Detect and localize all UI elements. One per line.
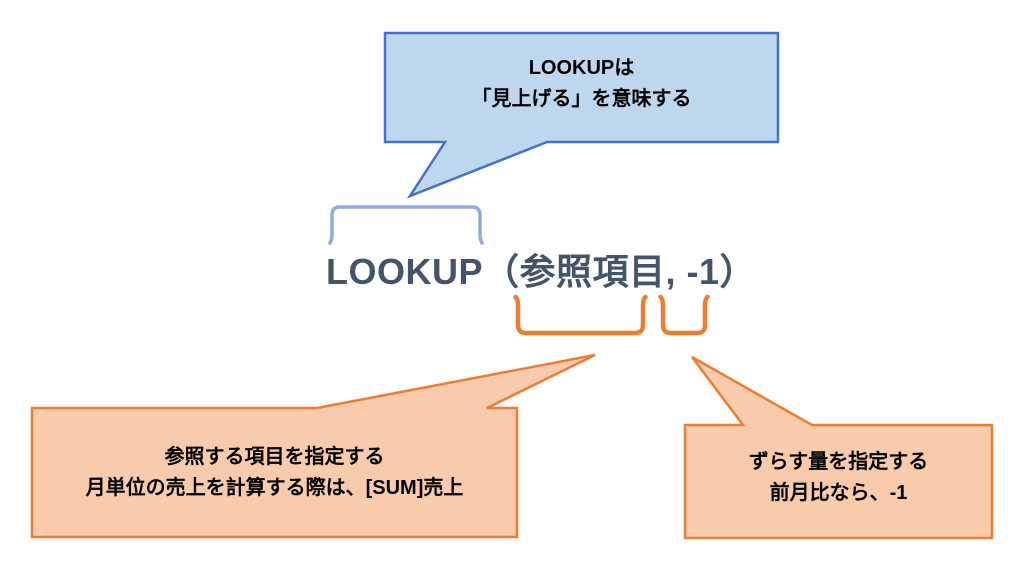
callout-top-text: LOOKUPは 「見上げる」を意味する [385,53,778,115]
callout-top-line1: LOOKUPは [528,57,635,79]
formula-text: LOOKUP（参照項目, -1） [326,251,757,292]
callout-left-line1: 参照する項目を指定する [164,446,385,468]
callout-right-line1: ずらす量を指定する [748,451,929,473]
callout-top-bubble-shape [383,31,780,199]
callout-right-text: ずらす量を指定する 前月比なら、-1 [685,447,992,509]
callout-left-text: 参照する項目を指定する 月単位の売上を計算する際は、[SUM]売上 [32,442,517,504]
callout-left-line2: 月単位の売上を計算する際は、[SUM]売上 [85,477,464,499]
argument1-bracket [513,294,648,336]
argument2-bracket [658,294,710,336]
callout-right-line2: 前月比なら、-1 [769,482,908,504]
callout-right-bubble-shape [683,355,994,540]
callout-left-bubble-shape [30,353,596,539]
callout-top-line2: 「見上げる」を意味する [471,88,692,110]
function-bracket [328,205,484,245]
